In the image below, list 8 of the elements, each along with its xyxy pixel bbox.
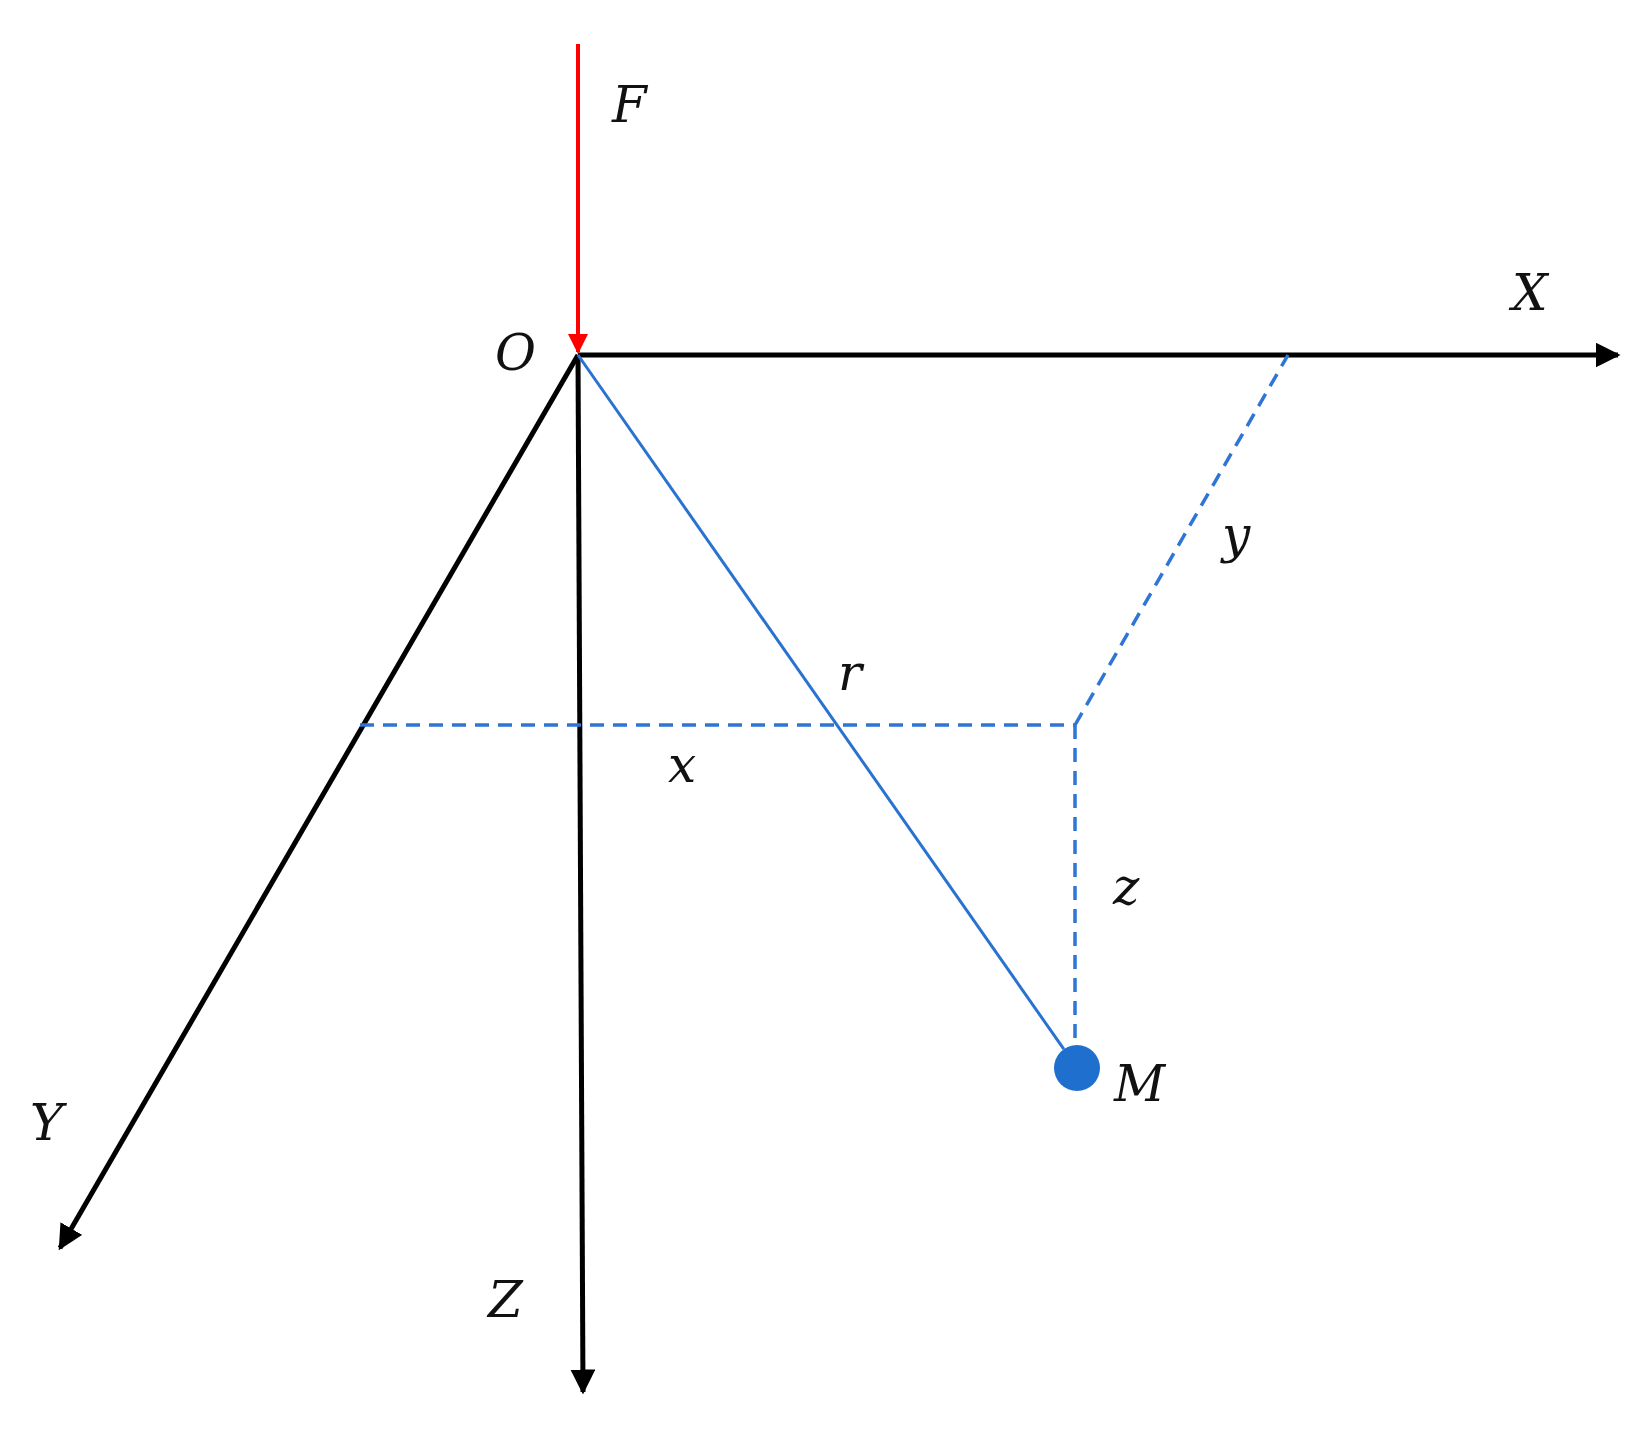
point-label: M	[1114, 1059, 1166, 1109]
connector-line	[576, 354, 1066, 1050]
dimension-label: x	[668, 740, 697, 790]
axis-label: Z	[488, 1275, 523, 1325]
point-marker	[1054, 1045, 1100, 1091]
force-label: F	[612, 80, 647, 130]
point-label: O	[495, 328, 536, 378]
dimension-label: z	[1113, 862, 1140, 912]
